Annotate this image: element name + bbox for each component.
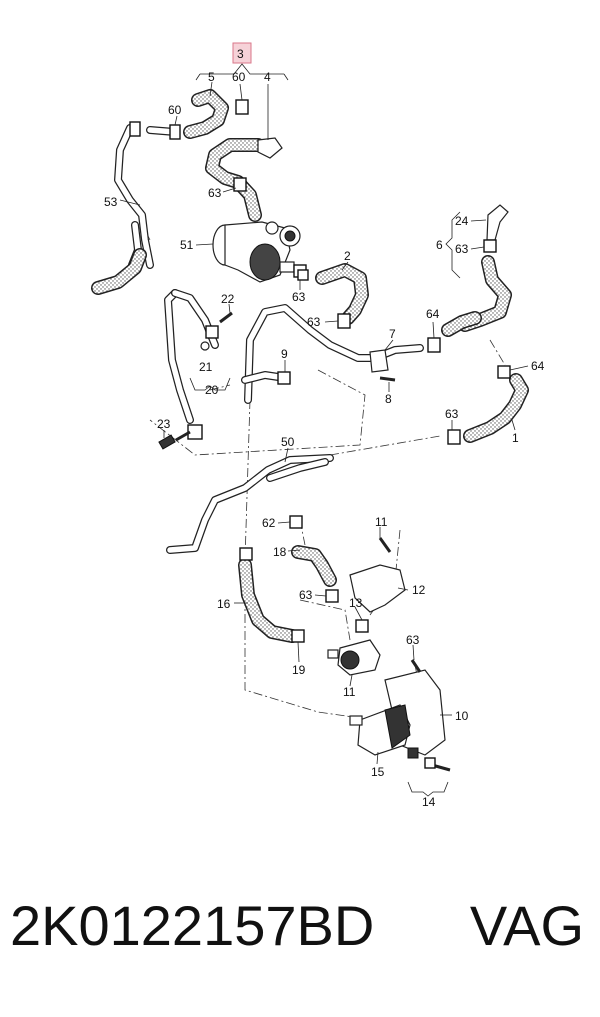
callout-53: 53 xyxy=(104,195,118,209)
callout-9: 9 xyxy=(281,347,288,361)
callout-63-e: 63 xyxy=(445,407,459,421)
callout-63-b: 63 xyxy=(292,290,306,304)
clamps xyxy=(129,99,511,643)
callout-11-bottom: 63 xyxy=(406,633,420,647)
callout-24: 24 xyxy=(455,214,469,228)
callout-23: 23 xyxy=(157,417,171,431)
bolts xyxy=(158,311,451,772)
hoses xyxy=(91,89,529,643)
callout-20: 20 xyxy=(205,383,219,397)
highlight-box xyxy=(232,42,252,64)
callout-64-right: 64 xyxy=(531,359,545,373)
callout-63-f: 63 xyxy=(299,588,313,602)
footer: 2K0122157BD VAG xyxy=(0,893,600,973)
callout-10: 11 xyxy=(343,685,356,699)
part-number: 2K0122157BD xyxy=(10,894,375,957)
callout-19: 16 xyxy=(217,597,231,611)
leader-lines xyxy=(119,81,529,765)
pump-10 xyxy=(327,639,381,676)
callout-6: 6 xyxy=(436,238,443,252)
callout-60-left: 60 xyxy=(168,103,182,117)
parts-diagram: 3 5 60 4 60 53 63 51 2 63 6 24 63 22 63 … xyxy=(91,42,545,809)
callout-12: 12 xyxy=(412,583,426,597)
callout-64-top: 64 xyxy=(426,307,440,321)
callout-63-c: 63 xyxy=(455,242,469,256)
callout-labels: 3 5 60 4 60 53 63 51 2 63 6 24 63 22 63 … xyxy=(104,47,545,809)
callout-22: 22 xyxy=(221,292,235,306)
callout-4: 4 xyxy=(264,70,271,84)
callout-3: 3 xyxy=(237,47,244,61)
components xyxy=(212,137,509,756)
callout-2: 2 xyxy=(344,249,351,263)
brand-label: VAG xyxy=(469,894,584,957)
valve-51 xyxy=(212,221,301,283)
callout-62: 62 xyxy=(262,516,276,530)
callout-16: 14 xyxy=(422,795,436,809)
callout-1: 1 xyxy=(512,431,519,445)
callout-63-g: 19 xyxy=(292,663,306,677)
callout-63-a: 63 xyxy=(208,186,222,200)
callout-18: 18 xyxy=(273,545,287,559)
callout-13: 13 xyxy=(349,596,363,610)
callout-51: 51 xyxy=(180,238,194,252)
assembly-lines xyxy=(139,219,506,719)
callout-8: 8 xyxy=(385,392,392,406)
callout-7: 7 xyxy=(389,327,396,341)
callout-60-top: 60 xyxy=(232,70,246,84)
callout-11-top: 11 xyxy=(375,515,388,529)
callout-14: 15 xyxy=(371,765,385,779)
callout-63-d: 63 xyxy=(307,315,321,329)
pipes xyxy=(114,124,424,554)
callout-5: 5 xyxy=(208,70,215,84)
group-brackets xyxy=(189,63,461,797)
callout-21: 21 xyxy=(199,360,213,374)
callout-15: 10 xyxy=(455,709,469,723)
callout-50: 50 xyxy=(281,435,295,449)
pump-14 xyxy=(349,704,411,756)
